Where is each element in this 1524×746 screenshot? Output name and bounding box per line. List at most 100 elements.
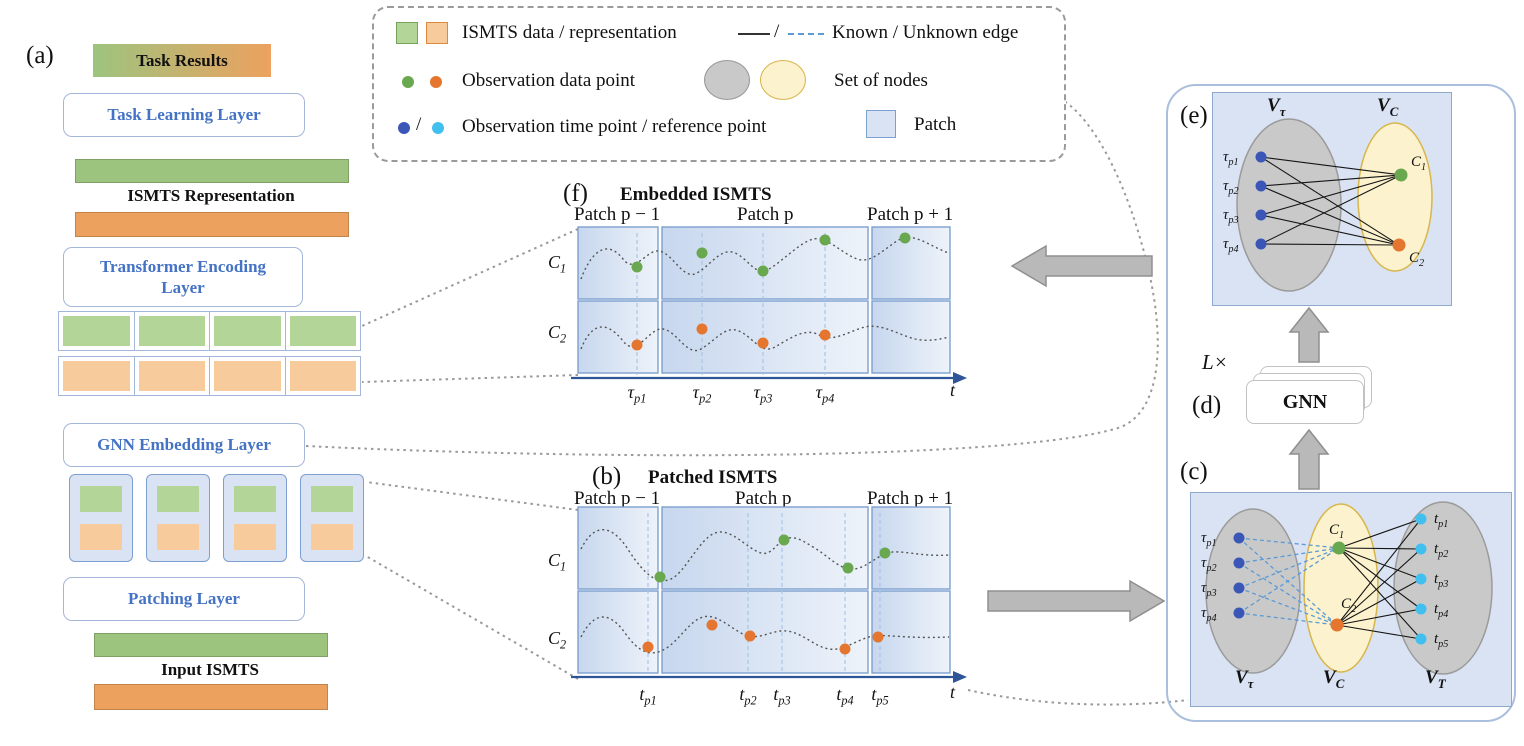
orange-cell — [214, 361, 281, 391]
plot-b-patch-label: Patch p + 1 — [867, 488, 954, 509]
tau-node-label: τp3 — [1201, 580, 1217, 599]
patched-to-graph-connector-curve — [967, 689, 1189, 706]
legend-edge-label: Known / Unknown edge — [832, 22, 1019, 43]
task-learning-layer-label: Task Learning Layer — [107, 105, 261, 125]
plot-f-tick: τp3 — [753, 382, 773, 406]
input-bar-green — [94, 633, 328, 657]
plot-f-patch-label: Patch p + 1 — [867, 204, 954, 225]
observation-dot-green — [899, 232, 911, 244]
tau-node-label: τp3 — [1223, 207, 1239, 226]
panel-b-label: (b) — [592, 463, 622, 490]
time-node-dot — [1415, 603, 1427, 615]
tau-node-label: τp2 — [1201, 555, 1217, 574]
patching-layer-box: Patching Layer — [63, 577, 305, 621]
plot-f-series-c1: C1 — [548, 252, 567, 276]
c1-node-dot — [1332, 541, 1346, 555]
known-edge-line — [738, 33, 770, 35]
representation-bar-green — [75, 159, 349, 183]
plot-b-tick: tp2 — [739, 684, 757, 708]
time-node-dot — [1415, 543, 1427, 555]
green-cell — [311, 486, 353, 513]
legend-gray-node-set — [704, 60, 750, 100]
orange-cell — [234, 523, 276, 550]
cell-slot — [133, 312, 210, 350]
time-node-label: tp1 — [1434, 511, 1449, 530]
observation-dot-orange — [839, 643, 851, 655]
green-cell — [80, 486, 122, 513]
cell-slot — [59, 357, 134, 395]
plot-b-tick: tp3 — [773, 684, 791, 708]
arrow-d-to-e — [1288, 306, 1330, 363]
observation-dot-orange — [819, 329, 831, 341]
legend-slash: / — [774, 21, 780, 42]
arrow-e-to-f — [1010, 244, 1153, 288]
panel-a-label: (a) — [26, 42, 54, 69]
plot-b-patch-label: Patch p — [735, 488, 792, 509]
panel-e-label: (e) — [1180, 102, 1208, 129]
tau-node-dot — [1255, 151, 1267, 163]
known-edges — [1336, 518, 1422, 640]
legend-green-square — [396, 22, 418, 44]
unknown-edges — [1238, 537, 1340, 626]
cell-slot — [284, 312, 361, 350]
cell-slot — [133, 357, 210, 395]
set-tau-label: Vτ — [1235, 667, 1254, 691]
zoom-line — [361, 228, 579, 327]
tau-node-label: τp4 — [1223, 236, 1239, 255]
legend-blue-dot — [398, 122, 410, 134]
c1-node-label: C1 — [1411, 154, 1427, 173]
observation-dot-orange — [631, 339, 643, 351]
panel-c-label: (c) — [1180, 458, 1208, 485]
patch-box — [69, 474, 133, 562]
channel-node-set — [1357, 122, 1433, 272]
observation-dot-orange — [642, 641, 654, 653]
c2-node-dot — [1330, 618, 1344, 632]
graph-c-canvas — [1205, 501, 1493, 675]
ismts-representation-label: ISMTS Representation — [127, 186, 295, 205]
green-cell — [289, 316, 356, 346]
legend-time-point-label: Observation time point / reference point — [462, 116, 767, 137]
arrow-b-to-c — [987, 579, 1166, 623]
c1-node-label: C1 — [1329, 522, 1345, 541]
plot-f-title: Embedded ISMTS — [620, 184, 772, 205]
plot-b-title: Patched ISMTS — [648, 467, 778, 488]
orange-cell — [157, 523, 199, 550]
tau-node-dot — [1233, 557, 1245, 569]
observation-dot-orange — [744, 630, 756, 642]
observation-dot-orange — [706, 619, 718, 631]
zoom-line — [365, 481, 579, 511]
plot-b-tick: tp5 — [871, 684, 889, 708]
gnn-embedding-layer-box: GNN Embedding Layer — [63, 423, 305, 467]
tau-node-label: τp2 — [1223, 178, 1239, 197]
green-cell — [138, 316, 205, 346]
zoom-line — [365, 555, 579, 680]
cell-slot — [209, 312, 285, 350]
orange-cell — [63, 361, 130, 391]
time-node-dot — [1415, 573, 1427, 585]
task-learning-layer-box: Task Learning Layer — [63, 93, 305, 137]
legend-patch-label: Patch — [914, 114, 957, 135]
plot-f-canvas — [571, 226, 967, 384]
observation-dot-orange — [872, 631, 884, 643]
tau-node-dot — [1233, 607, 1245, 619]
observation-dot-green — [879, 547, 891, 559]
transformer-encoding-layer-box: Transformer Encoding Layer — [63, 247, 303, 307]
observation-dot-green — [757, 265, 769, 277]
green-cell — [234, 486, 276, 513]
orange-cell — [138, 361, 205, 391]
observation-dot-orange — [696, 323, 708, 335]
zoom-line — [361, 374, 579, 383]
tau-node-dot — [1255, 180, 1267, 192]
panel-d-label: (d) — [1192, 392, 1222, 419]
c2-node-dot — [1392, 238, 1406, 252]
unknown-edge-line — [788, 33, 824, 35]
observation-dot-green — [778, 534, 790, 546]
plot-b-series-c1: C1 — [548, 550, 567, 574]
legend-slash-2: / — [416, 114, 422, 135]
cell-slot — [284, 357, 361, 395]
representation-bar-orange — [75, 212, 349, 237]
encoded-cells-green-row — [58, 311, 361, 351]
orange-cell — [289, 361, 356, 391]
green-cell — [214, 316, 281, 346]
